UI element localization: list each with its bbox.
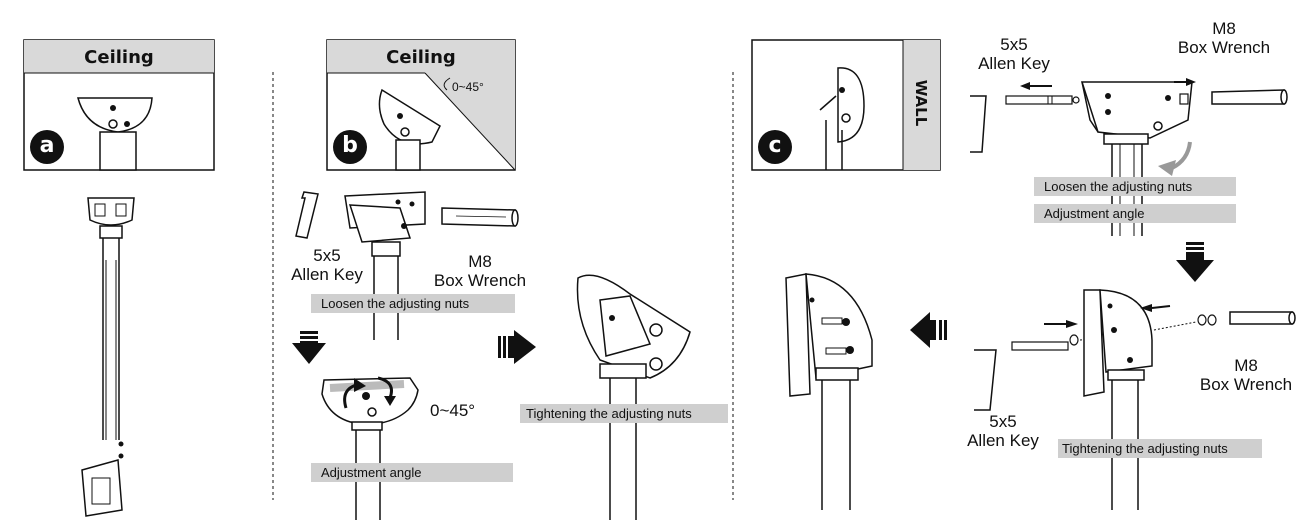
right-arrow-icon [498, 330, 536, 364]
panel-b-angle: 0~45° [452, 80, 484, 94]
allen-key-name: Allen Key [967, 431, 1039, 450]
allen-key-label-c-bottom: 5x5 Allen Key [956, 412, 1050, 450]
wrench-size: M8 [468, 252, 492, 271]
ceiling-mount-assembly [81, 197, 135, 517]
wrench-name: Box Wrench [433, 271, 527, 290]
allen-key-size: 5x5 [1000, 35, 1028, 54]
panel-b-title: Ceiling [386, 47, 456, 68]
left-arrow-icon [910, 312, 947, 348]
rotation-detail [321, 376, 419, 520]
tightening-label-c: Tightening the adjusting nuts [1058, 439, 1262, 458]
exploded-wall-bracket [970, 78, 1288, 236]
wrench-name: Box Wrench [1177, 38, 1271, 57]
down-arrow-icon [292, 331, 326, 364]
loosen-label-b: Loosen the adjusting nuts [311, 294, 515, 313]
bracket-loosen [344, 191, 426, 340]
step-a-badge: a [30, 130, 64, 164]
allen-key-size: 5x5 [313, 246, 341, 265]
loosen-label-c: Loosen the adjusting nuts [1034, 177, 1236, 196]
allen-key-name: Allen Key [978, 54, 1050, 73]
box-wrench-label-b: M8 Box Wrench [428, 252, 532, 290]
panel-a-title: Ceiling [84, 47, 154, 68]
step-c-badge: c [758, 130, 792, 164]
allen-key-size: 5x5 [989, 412, 1017, 431]
box-wrench-label-c-top: M8 Box Wrench [1166, 19, 1282, 57]
wrench-size: M8 [1212, 19, 1236, 38]
bracket-tightened [576, 274, 691, 520]
box-wrench-icon [441, 207, 519, 227]
box-wrench-label-c-bottom: M8 Box Wrench [1188, 356, 1304, 394]
exploded-wall-bracket-tighten [974, 289, 1296, 510]
tightening-label-b: Tightening the adjusting nuts [520, 404, 728, 423]
down-arrow-icon [1176, 242, 1214, 282]
panel-a-box [23, 39, 215, 171]
allen-key-name: Allen Key [291, 265, 363, 284]
adjustment-angle-label-b: Adjustment angle [311, 463, 513, 482]
panel-b-box [326, 39, 516, 171]
panel-c-box [751, 39, 941, 171]
allen-key-label-b: 5x5 Allen Key [282, 246, 372, 284]
wrench-name: Box Wrench [1199, 375, 1293, 394]
allen-key-label-c-top: 5x5 Allen Key [962, 35, 1066, 73]
allen-key-icon [295, 191, 319, 239]
assembled-wall-bracket [785, 273, 873, 510]
step-b-badge: b [333, 130, 367, 164]
panel-c-title: WALL [912, 79, 930, 127]
adjustment-angle-label-c: Adjustment angle [1034, 204, 1236, 223]
rotation-angle-label: 0~45° [430, 401, 476, 420]
curved-arrow-icon [1171, 141, 1192, 170]
wrench-size: M8 [1234, 356, 1258, 375]
